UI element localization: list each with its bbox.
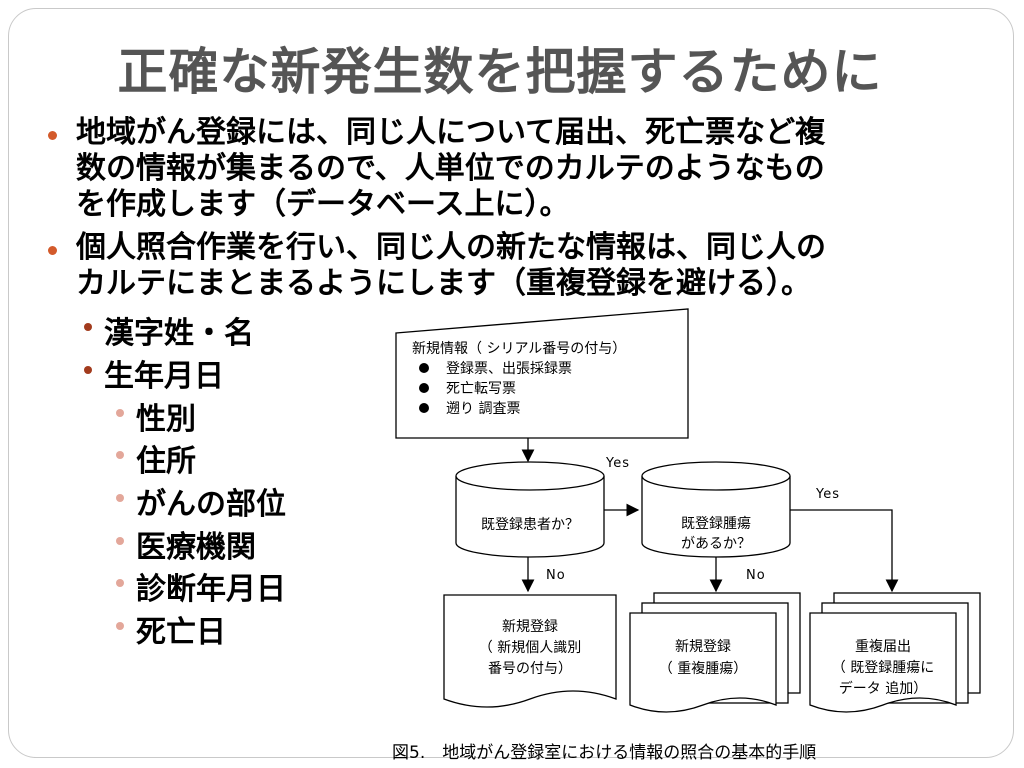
decision-2-label: があるか？ [681, 536, 751, 552]
no-label: No [546, 568, 566, 583]
subsub-item: 住所 [136, 444, 196, 479]
bullet-2-line: カルテにまとまるようにします（重複登録を避ける）。 [76, 266, 811, 301]
subsub-bullet-dot [116, 537, 124, 545]
bullet-1-line: 地域がん登録には、同じ人について届出、死亡票など複 [76, 115, 826, 150]
input-item: 登録票、出張採録票 [446, 361, 572, 377]
output-1-label: 新規登録 [502, 619, 558, 635]
subsub-item: 医療機関 [136, 530, 256, 565]
subsub-item: 性別 [136, 402, 196, 437]
sub-bullet-dot [84, 366, 92, 374]
yes-label: Yes [605, 456, 630, 471]
yes-label: Yes [815, 487, 840, 502]
subsub-bullet-dot [116, 579, 124, 587]
bullet-1-line: を作成します（データベース上に）。 [76, 187, 570, 222]
input-item: 死亡転写票 [446, 381, 516, 397]
output-3-label: データ 追加） [839, 680, 927, 697]
bullet-2-line: 個人照合作業を行い、同じ人の新たな情報は、同じ人の [76, 230, 826, 265]
output-3-multidocument [809, 592, 981, 713]
input-heading: 新規情報（ シリアル番号の付与） [412, 341, 626, 357]
output-2-label: （ 重複腫瘍） [659, 660, 747, 677]
footer-divider [34, 757, 378, 758]
slide-title: 正確な新発生数を把握するために [117, 43, 883, 101]
output-3-label: 重複届出 [855, 638, 911, 655]
output-1-label: （ 新規個人識別 [479, 640, 581, 656]
input-bullet [419, 383, 429, 393]
output-1-label: 番号の付与） [488, 661, 572, 677]
sub-bullet-dot [84, 323, 92, 331]
subsub-bullet-dot [116, 622, 124, 630]
bullet-1-line: 数の情報が集まるので、人単位でのカルテのようなもの [76, 151, 825, 186]
subsub-bullet-dot [116, 409, 124, 417]
output-3-label: （ 既登録腫瘍に [832, 659, 934, 676]
input-item: 遡り 調査票 [446, 401, 520, 417]
no-label: No [746, 568, 766, 583]
subsub-item: 死亡日 [136, 615, 226, 650]
input-bullet [419, 403, 429, 413]
flowchart: 新規情報（ シリアル番号の付与） 登録票、出張採録票 死亡転写票 遡り 調査票 … [395, 308, 981, 713]
slide-frame [8, 8, 1014, 758]
arrow [790, 509, 899, 593]
subsub-item: 診断年月日 [136, 572, 286, 607]
decision-2-cylinder [641, 461, 791, 558]
input-box [395, 308, 689, 439]
output-2-multidocument [629, 592, 801, 713]
subsub-bullet-dot [116, 494, 124, 502]
decision-2-label: 既登録腫瘍 [681, 515, 751, 532]
bullet-2: 個人照合作業を行い、同じ人の新たな情報は、同じ人の カルテにまとまるようにします… [76, 230, 976, 302]
decision-1-cylinder [455, 461, 605, 558]
input-bullet [419, 363, 429, 373]
subsub-bullet-dot [116, 451, 124, 459]
output-1-document [443, 594, 617, 708]
bullet-dot [48, 246, 57, 255]
output-2-label: 新規登録 [675, 639, 731, 655]
subsub-item: がんの部位 [136, 487, 286, 522]
sub-item: 漢字姓・名 [104, 316, 254, 351]
decision-1-label: 既登録患者か？ [481, 517, 579, 533]
sub-item: 生年月日 [104, 359, 224, 394]
figure-caption: 図5. 地域がん登録室における情報の照合の基本的手順 [392, 743, 817, 763]
bullet-1: 地域がん登録には、同じ人について届出、死亡票など複 数の情報が集まるので、人単位… [76, 115, 976, 223]
bullet-dot [48, 131, 57, 140]
